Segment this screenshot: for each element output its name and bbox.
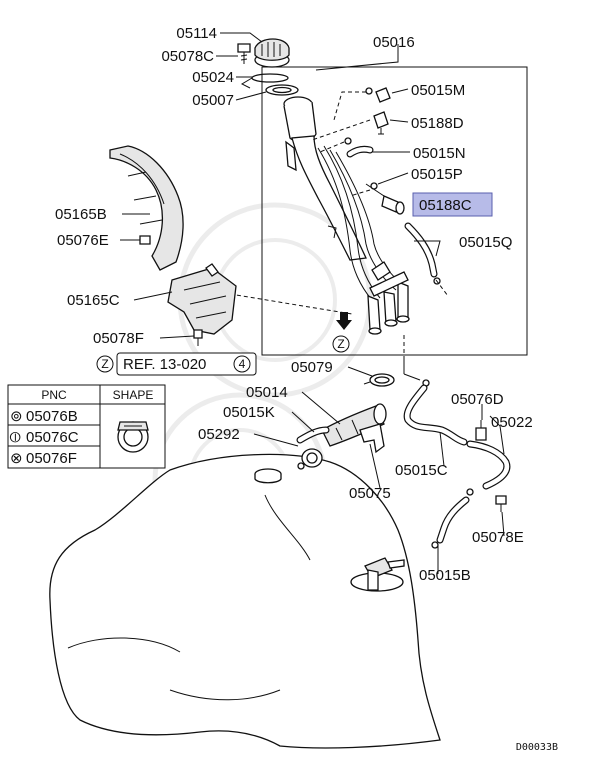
hose-05015B <box>436 496 470 544</box>
bolt-05076E <box>132 235 151 245</box>
fuel-tank <box>49 453 441 749</box>
label-05114: 05114 <box>176 25 217 42</box>
diagram-code: D00033B <box>516 742 558 753</box>
valve-05188C <box>381 195 405 215</box>
label-05078F: 05078F <box>93 330 144 347</box>
label-05015N: 05015N <box>413 145 466 162</box>
reference-text: REF. 13-020 <box>123 356 206 373</box>
zone-arrow: Z <box>332 312 352 353</box>
clamp-05015M <box>375 87 391 103</box>
label-05188C: 05188C <box>419 197 472 214</box>
highlight-05188C[interactable]: 05188C <box>412 192 493 217</box>
highlight-box <box>412 192 493 217</box>
legend-table: PNC SHAPE ⊚ 05076B ⦶ 05076C ⊗ 05076F <box>7 384 166 469</box>
legend-pnc-2: 05076F <box>26 450 77 467</box>
label-05078E: 05078E <box>472 529 524 546</box>
label-05015M: 05015M <box>411 82 465 99</box>
clamp-05292 <box>301 448 323 468</box>
heat-shield-05165B <box>109 145 184 271</box>
legend-pnc-0: 05076B <box>26 408 78 425</box>
cap-tether <box>240 73 289 89</box>
clamp-05079 <box>363 373 395 387</box>
label-05188D: 05188D <box>411 115 464 132</box>
reference-box <box>116 352 257 376</box>
label-05165B: 05165B <box>55 206 107 223</box>
label-05024: 05024 <box>192 69 234 86</box>
legend-symbol-2: ⊗ <box>10 450 23 467</box>
hose-05015P <box>365 183 385 197</box>
filler-neck <box>283 96 410 335</box>
clamp-05015K <box>296 426 330 444</box>
label-05007: 05007 <box>192 92 234 109</box>
label-05292: 05292 <box>198 426 240 443</box>
valve-05076D <box>475 420 487 441</box>
zone-mark-text: Z <box>337 337 344 351</box>
label-05165C: 05165C <box>67 292 120 309</box>
gasket <box>265 84 299 96</box>
label-05015K: 05015K <box>223 404 275 421</box>
bolt-05078F <box>193 329 203 346</box>
label-05022: 05022 <box>491 414 533 431</box>
legend-pnc-1: 05076C <box>26 429 79 446</box>
hose-05015N <box>346 145 374 158</box>
leader-lines <box>120 32 505 574</box>
assembly-box <box>261 66 528 356</box>
reference-circle-num: 4 <box>239 357 246 371</box>
legend-symbol-0: ⊚ <box>10 408 23 425</box>
reference-zone-text: Z <box>101 357 108 371</box>
label-05078C: 05078C <box>161 48 214 65</box>
legend-symbol-1: ⦶ <box>10 429 21 446</box>
small-screw <box>237 43 251 64</box>
label-05015P: 05015P <box>411 166 463 183</box>
reference-note[interactable]: Z REF. 13-020 4 <box>96 352 257 376</box>
connector-lines <box>403 360 421 381</box>
clamp-shape-icon <box>117 421 149 453</box>
fuel-cap <box>254 38 290 68</box>
label-05015Q: 05015Q <box>459 234 512 251</box>
dashed-leaders <box>229 91 449 360</box>
label-05076E: 05076E <box>57 232 109 249</box>
label-05079: 05079 <box>291 359 333 376</box>
label-05076D: 05076D <box>451 391 504 408</box>
label-05014: 05014 <box>246 384 288 401</box>
hose-05014 <box>321 403 387 447</box>
legend-header-shape: SHAPE <box>113 388 154 402</box>
hose-05015C <box>403 384 468 446</box>
label-05016: 05016 <box>373 34 415 51</box>
heat-shield-05165C <box>167 263 237 335</box>
bracket-05075 <box>359 423 385 454</box>
label-05015B: 05015B <box>419 567 471 584</box>
label-05075: 05075 <box>349 485 391 502</box>
small-clamps <box>297 87 474 549</box>
hose-05022 <box>466 440 511 490</box>
bolt-05078E <box>495 495 507 512</box>
valve-05188D <box>373 111 389 135</box>
legend-header-pnc: PNC <box>41 388 67 402</box>
hose-05015Q <box>404 222 438 278</box>
label-05015C: 05015C <box>395 462 448 479</box>
